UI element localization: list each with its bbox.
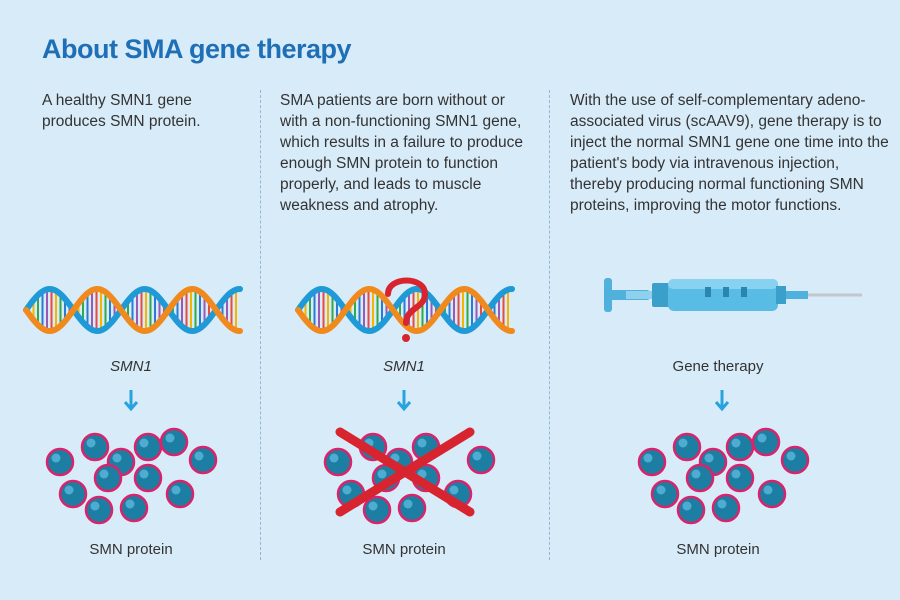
gene-label-2: SMN1 — [383, 358, 425, 375]
column-divider-2 — [549, 90, 550, 560]
gene-label-1: SMN1 — [110, 358, 152, 375]
protein-cluster-healthy — [45, 427, 218, 525]
therapy-label: Gene therapy — [672, 358, 764, 375]
cross-out-icon — [335, 427, 475, 517]
syringe-icon — [604, 278, 862, 312]
dna-helix-icon-healthy — [23, 285, 243, 335]
column-divider-1 — [260, 90, 261, 560]
page-title: About SMA gene therapy — [42, 34, 352, 64]
protein-cluster-restored — [637, 427, 810, 525]
arrow-down-icon-2 — [396, 390, 412, 412]
arrow-down-icon-3 — [714, 390, 730, 412]
column-1-text: A healthy SMN1 gene produces SMN protein… — [42, 92, 201, 130]
arrow-down-icon-1 — [123, 390, 139, 412]
column-3-text: With the use of self-complementary adeno… — [570, 92, 889, 214]
dna-helix-icon-missing — [295, 285, 515, 335]
column-2-text: SMA patients are born without or with a … — [280, 92, 523, 214]
protein-label-1: SMN protein — [89, 541, 173, 558]
protein-label-2: SMN protein — [362, 541, 446, 558]
question-mark-icon — [385, 277, 429, 342]
protein-label-3: SMN protein — [676, 541, 760, 558]
